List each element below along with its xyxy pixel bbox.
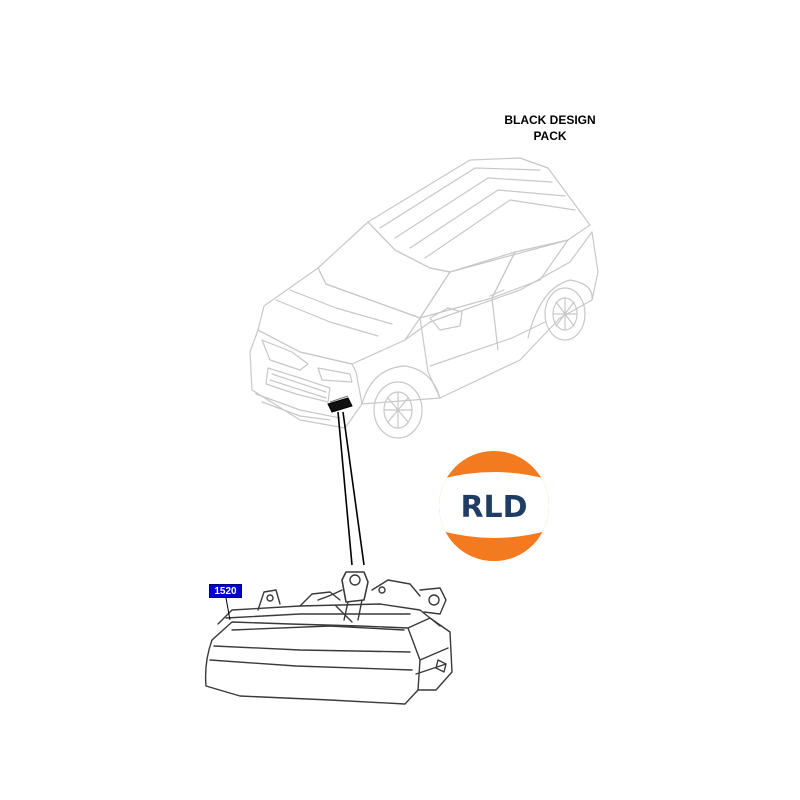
pack-label-line-2: PACK	[533, 129, 567, 143]
rld-logo: RLD	[439, 451, 549, 561]
fog-lamp-location-marker	[327, 395, 353, 413]
part-number-callout[interactable]: 1520	[209, 584, 242, 598]
fog-lamp-assembly	[204, 571, 453, 705]
vehicle-outline	[249, 157, 599, 439]
pack-label: BLACK DESIGN PACK	[480, 112, 620, 144]
leader-lines	[337, 411, 365, 566]
rld-logo-text: RLD	[460, 490, 527, 525]
pack-label-line-1: BLACK DESIGN	[504, 113, 596, 127]
callout-leader-line	[225, 597, 231, 621]
